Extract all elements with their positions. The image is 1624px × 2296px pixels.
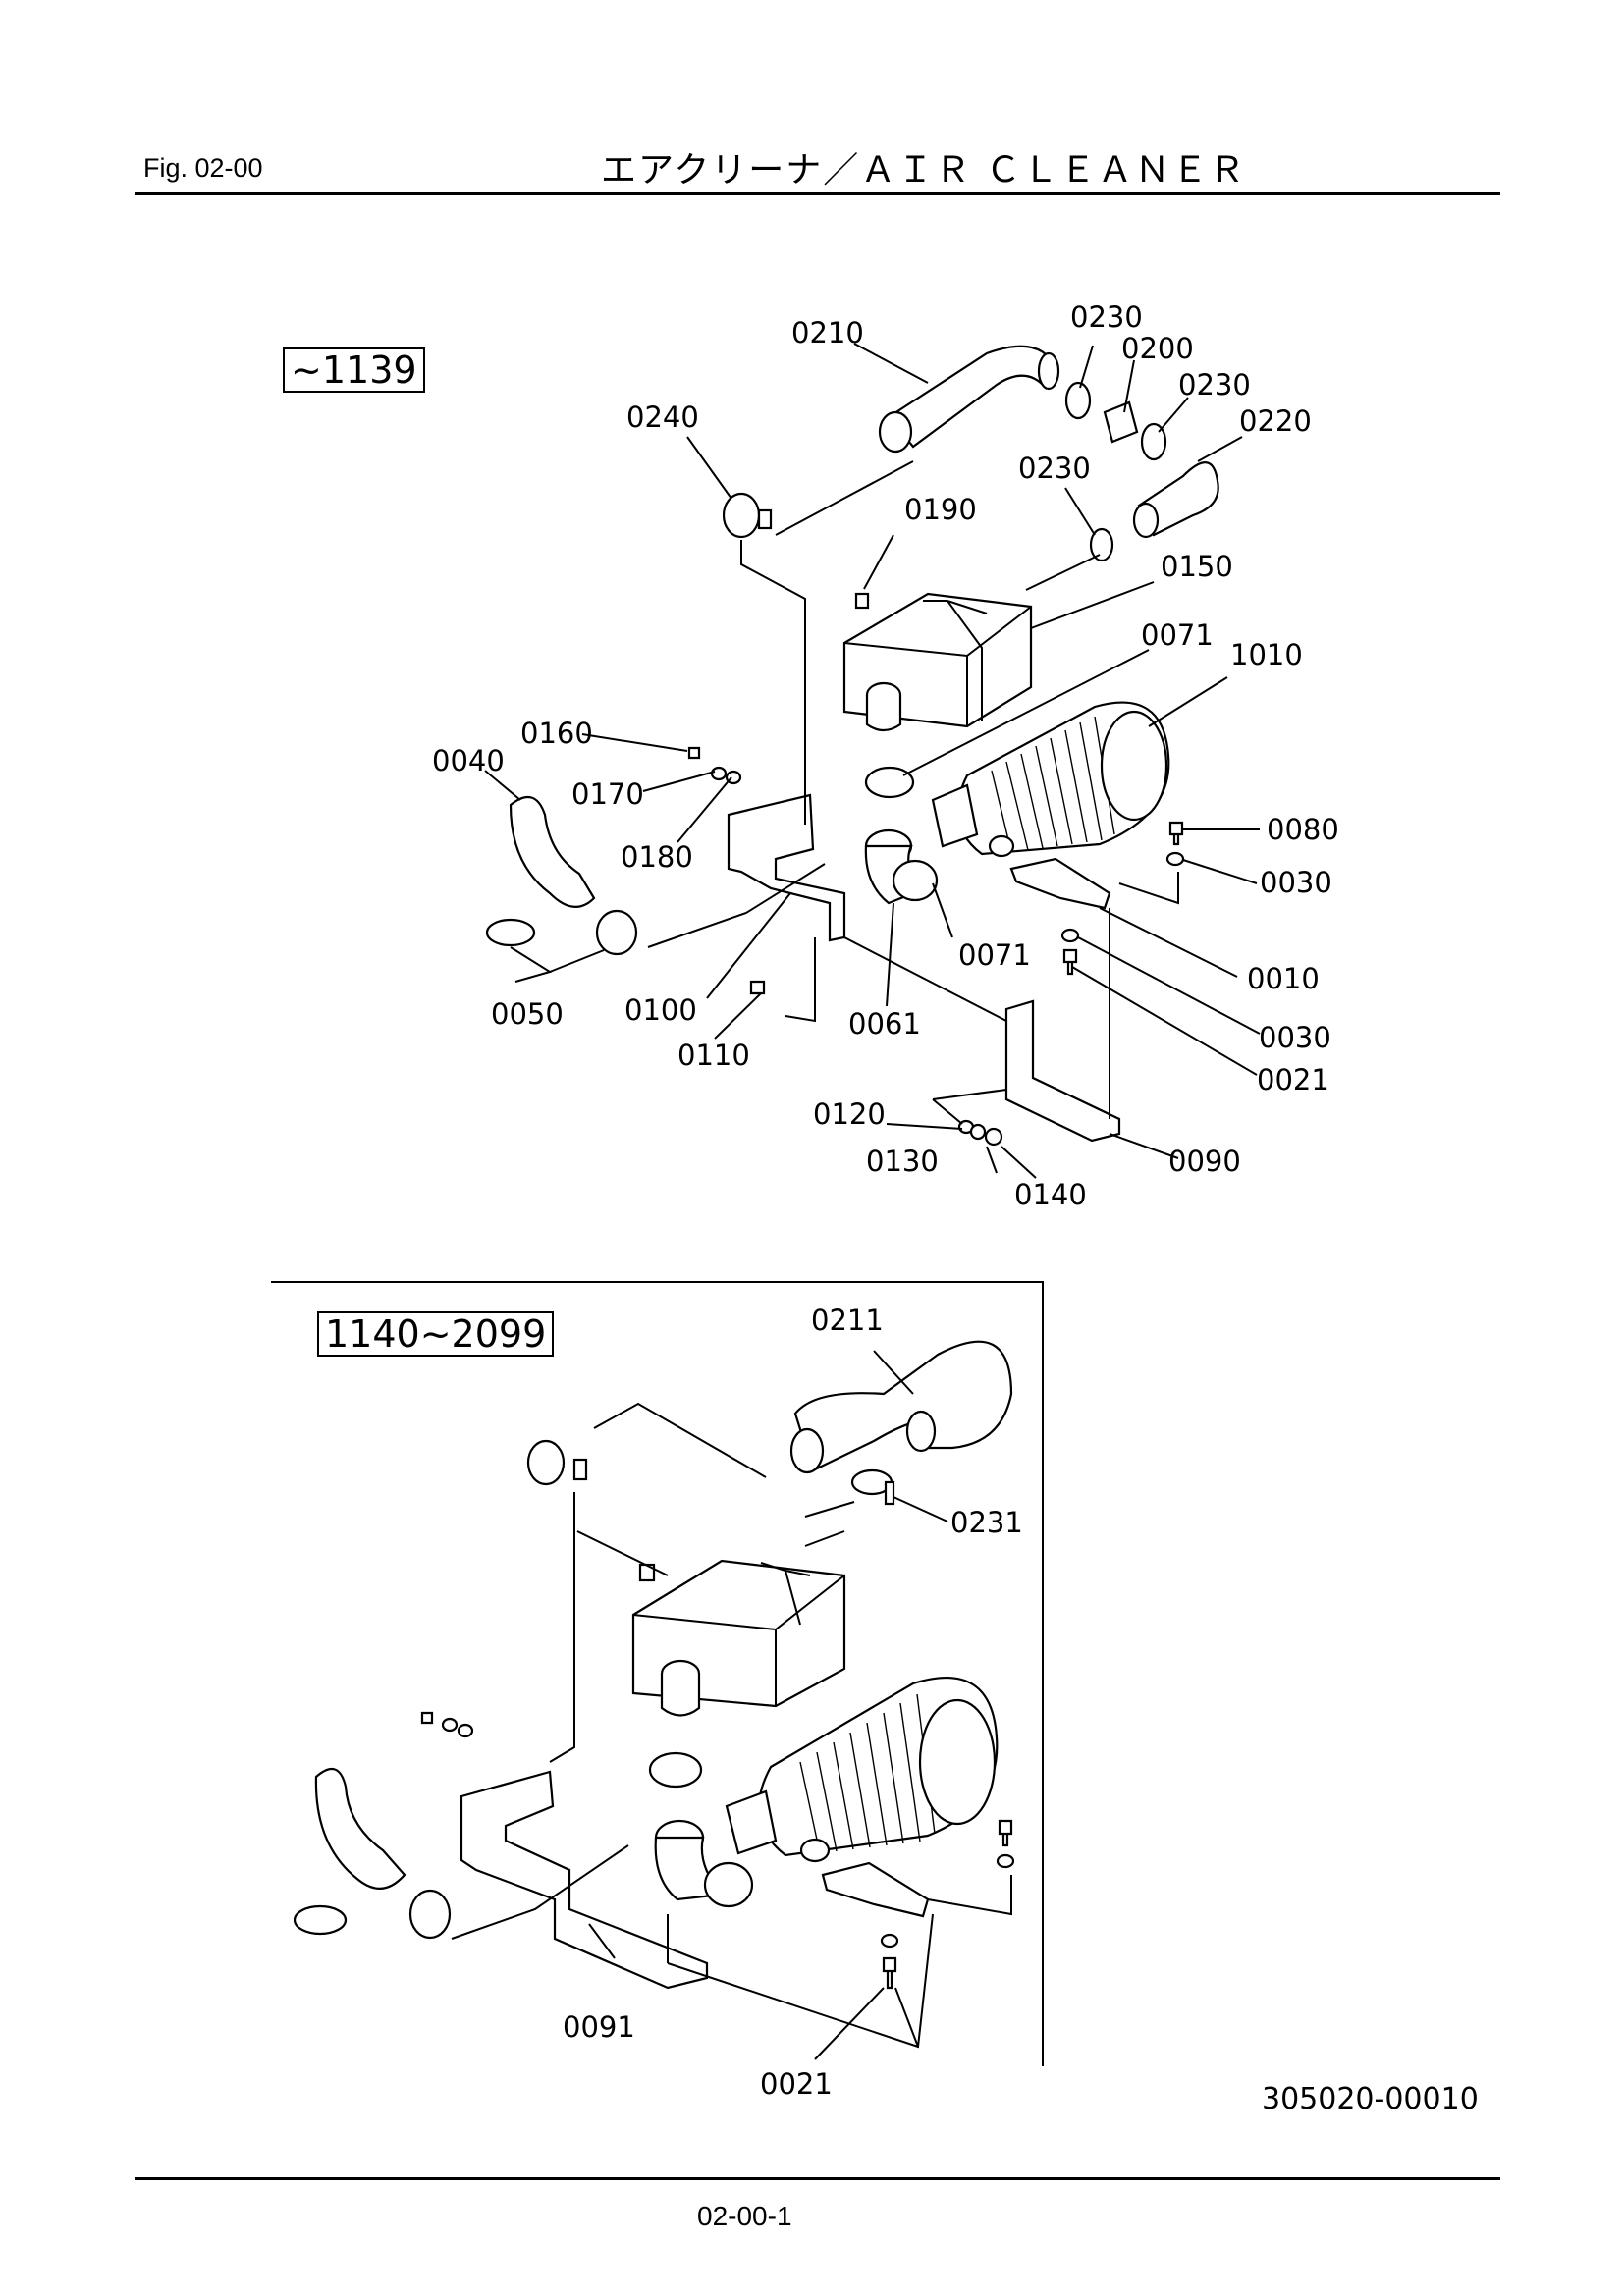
clamp-0230-c bbox=[1089, 527, 1114, 562]
callout-0110: 0110 bbox=[677, 1039, 750, 1072]
document-number: 305020-00010 bbox=[1262, 2082, 1479, 2116]
nipple-0190 bbox=[854, 592, 870, 610]
cap-bottom bbox=[526, 1439, 566, 1486]
leaders-top bbox=[484, 343, 1261, 1179]
callout-0120: 0120 bbox=[813, 1097, 886, 1131]
callout-0091: 0091 bbox=[563, 2010, 635, 2044]
callout-0210: 0210 bbox=[791, 316, 864, 349]
hose-0210 bbox=[887, 345, 1057, 449]
air-cleaner-cover bbox=[1100, 710, 1168, 822]
air-cleaner-inlet bbox=[931, 783, 979, 848]
callout-0230-c: 0230 bbox=[1018, 452, 1091, 485]
bottom-assembly bbox=[271, 1281, 1044, 2066]
footer-rule bbox=[135, 2177, 1500, 2180]
bolt-0021-bottom bbox=[882, 1956, 897, 1990]
callout-0211: 0211 bbox=[811, 1304, 884, 1337]
clamp-0050-b bbox=[595, 909, 638, 956]
serial-range-bottom: 1140~2099 bbox=[317, 1311, 555, 1357]
page-number: 02-00-1 bbox=[697, 2201, 792, 2231]
callout-0050: 0050 bbox=[491, 997, 564, 1031]
callout-0200: 0200 bbox=[1121, 332, 1194, 365]
hose-0211 bbox=[793, 1340, 1013, 1472]
header-rule bbox=[135, 192, 1500, 195]
bracket-0090 bbox=[1004, 999, 1121, 1143]
elbow-0220-end bbox=[1132, 502, 1160, 539]
cap-0240 bbox=[722, 492, 761, 539]
callout-0071-b: 0071 bbox=[958, 938, 1031, 972]
inset-frame bbox=[271, 1281, 1044, 2066]
callout-0080: 0080 bbox=[1267, 813, 1339, 846]
callout-0040: 0040 bbox=[432, 744, 505, 777]
bolt-0021 bbox=[1062, 948, 1078, 976]
callout-0240: 0240 bbox=[626, 400, 699, 434]
cap-0240-clamp bbox=[757, 508, 773, 530]
washer-0030-b bbox=[1060, 928, 1080, 943]
serial-range-top: ~1139 bbox=[283, 347, 425, 393]
callout-0021: 0021 bbox=[1257, 1063, 1329, 1096]
bracket-0100 bbox=[727, 793, 846, 942]
ring-0071-b bbox=[892, 859, 939, 902]
hose-0210-end bbox=[878, 410, 913, 454]
page-title: エアクリーナ／ＡＩＲ ＣＬＥＡＮＥＲ bbox=[601, 150, 1247, 190]
bolt-0080 bbox=[1168, 821, 1184, 846]
callout-0220: 0220 bbox=[1239, 404, 1312, 438]
callout-0231: 0231 bbox=[950, 1506, 1023, 1539]
bolt-0160 bbox=[687, 746, 701, 760]
callout-0071-a: 0071 bbox=[1141, 618, 1214, 652]
nut-0140 bbox=[984, 1127, 1003, 1147]
callout-0021-bottom: 0021 bbox=[760, 2067, 833, 2101]
callout-0170: 0170 bbox=[571, 777, 644, 811]
clamp-0050-a bbox=[485, 918, 536, 947]
callout-0230-b: 0230 bbox=[1178, 368, 1251, 401]
hose-0210-top bbox=[1037, 351, 1060, 391]
pipe-0200 bbox=[1103, 400, 1139, 444]
bracket-bottom-right bbox=[821, 1861, 930, 1918]
leaders-bottom bbox=[451, 1350, 1012, 2060]
bolt-0110 bbox=[749, 980, 766, 995]
callout-0180: 0180 bbox=[621, 840, 693, 874]
callout-0190: 0190 bbox=[904, 493, 977, 526]
callout-0100: 0100 bbox=[624, 993, 697, 1027]
washer-0130 bbox=[969, 1123, 987, 1141]
callout-0160: 0160 bbox=[520, 717, 593, 750]
callout-0030-b: 0030 bbox=[1259, 1021, 1331, 1054]
washer-0170 bbox=[710, 766, 728, 781]
callout-0061: 0061 bbox=[848, 1007, 921, 1041]
callout-0030-a: 0030 bbox=[1260, 866, 1332, 899]
callout-0230-a: 0230 bbox=[1070, 300, 1143, 334]
washer-0030-a bbox=[1165, 851, 1185, 867]
callout-0130: 0130 bbox=[866, 1145, 939, 1178]
top-assembly bbox=[484, 343, 1261, 1179]
callout-0150: 0150 bbox=[1161, 550, 1233, 583]
figure-number: Fig. 02-00 bbox=[143, 153, 263, 183]
clamp-0230-a bbox=[1064, 381, 1092, 420]
hose-0040 bbox=[509, 795, 596, 908]
bracket-0010 bbox=[1009, 857, 1111, 910]
bracket-0091 bbox=[460, 1770, 709, 1990]
clamp-0230-b bbox=[1140, 422, 1167, 461]
ring-0071-a bbox=[864, 766, 915, 799]
callout-0010: 0010 bbox=[1247, 962, 1320, 995]
elbow-0220 bbox=[1137, 461, 1219, 537]
callout-1010: 1010 bbox=[1230, 638, 1303, 671]
callout-0090: 0090 bbox=[1168, 1145, 1241, 1178]
hose-bottom-left bbox=[314, 1767, 406, 1890]
callout-0140: 0140 bbox=[1014, 1178, 1087, 1211]
